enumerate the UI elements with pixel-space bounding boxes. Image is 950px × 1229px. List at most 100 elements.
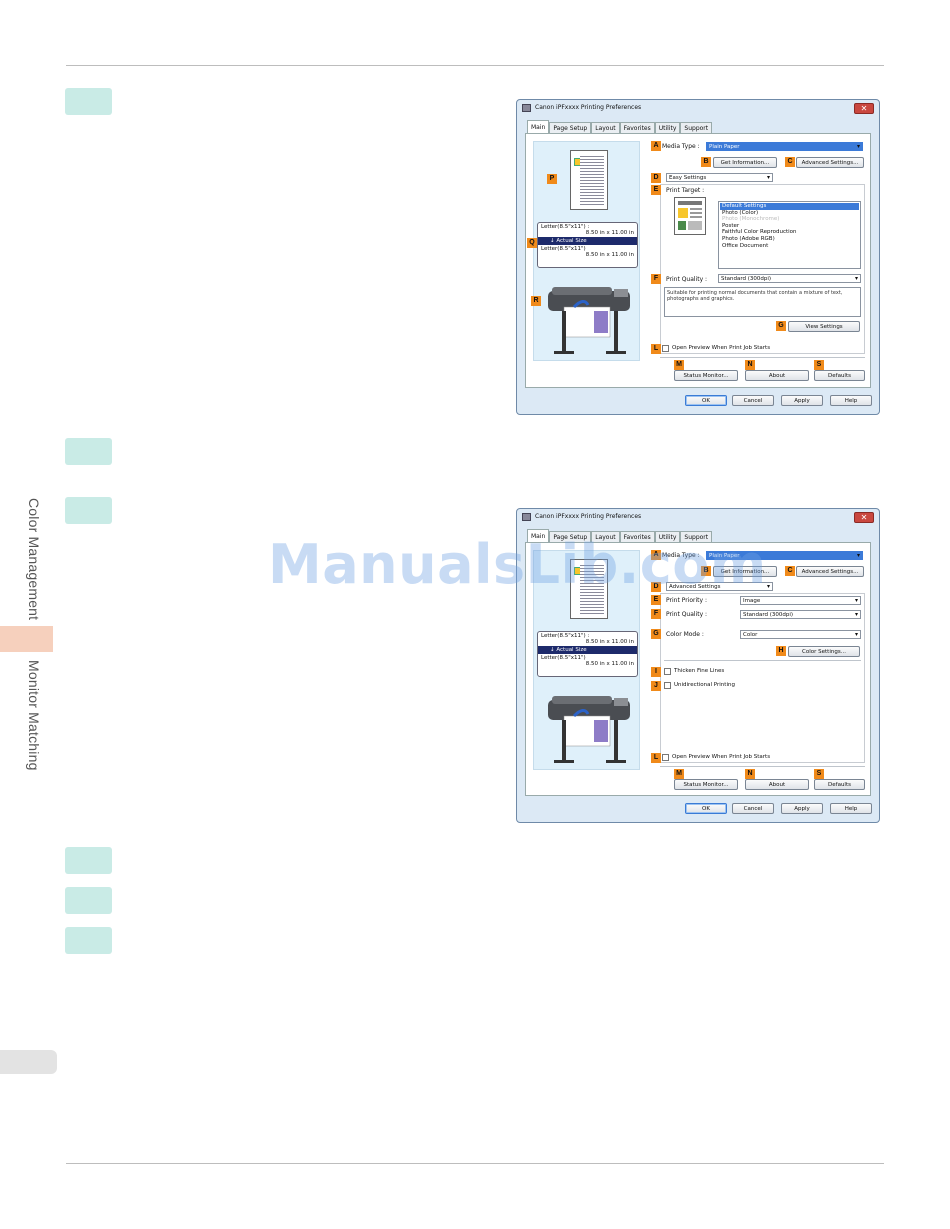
callout-a: A	[651, 141, 661, 151]
tab-main[interactable]: Main	[527, 529, 550, 542]
get-information-button[interactable]: Get Information...	[713, 157, 777, 168]
tab-layout[interactable]: Layout	[591, 531, 620, 542]
callout-l: L	[651, 344, 661, 354]
status-monitor-button[interactable]: Status Monitor...	[674, 370, 738, 381]
callout-j: J	[651, 681, 661, 691]
callout-s: S	[814, 360, 824, 370]
close-button[interactable]: ✕	[854, 103, 874, 114]
tab-utility[interactable]: Utility	[654, 531, 681, 542]
color-settings-button[interactable]: Color Settings...	[788, 646, 860, 657]
step-marker	[65, 88, 112, 115]
open-preview-checkbox[interactable]	[662, 754, 669, 761]
tab-page-setup[interactable]: Page Setup	[549, 122, 592, 133]
printer-icon	[522, 104, 531, 112]
tab-strip: Main Page Setup Layout Favorites Utility…	[527, 529, 713, 543]
callout-s: S	[814, 769, 824, 779]
step-marker	[65, 438, 112, 465]
output-size-text: Letter(8.5"x11")	[541, 655, 586, 661]
sidebar-active-marker	[0, 626, 53, 652]
preview-area: Letter(8.5"x11") : 8.50 in x 11.00 in ↓ …	[533, 141, 640, 361]
view-settings-button[interactable]: View Settings	[788, 321, 860, 332]
callout-d: D	[651, 173, 661, 183]
callout-d: D	[651, 582, 661, 592]
tab-strip: Main Page Setup Layout Favorites Utility…	[527, 120, 713, 134]
advanced-settings-button[interactable]: Advanced Settings...	[796, 157, 864, 168]
status-monitor-button[interactable]: Status Monitor...	[674, 779, 738, 790]
sidebar-section-monitor-matching: Monitor Matching	[26, 660, 42, 771]
settings-mode-dropdown[interactable]: Easy Settings	[666, 173, 773, 182]
printing-preferences-dialog-advanced: Canon iPFxxxx Printing Preferences ✕ Mai…	[516, 508, 880, 823]
step-marker	[65, 927, 112, 954]
thicken-fine-lines-checkbox[interactable]	[664, 668, 671, 675]
step-marker	[65, 847, 112, 874]
color-mode-dropdown[interactable]: Color	[740, 630, 861, 639]
paper-size-box: Letter(8.5"x11") : 8.50 in x 11.00 in ↓ …	[537, 222, 638, 268]
print-target-item[interactable]: Office Document	[722, 242, 769, 249]
defaults-button[interactable]: Defaults	[814, 779, 865, 790]
callout-q: Q	[527, 238, 537, 248]
ok-button[interactable]: OK	[685, 803, 727, 814]
apply-button[interactable]: Apply	[781, 395, 823, 406]
ok-button[interactable]: OK	[685, 395, 727, 406]
print-target-list[interactable]: Default Settings Photo (Color) Photo (Mo…	[718, 201, 861, 269]
about-button[interactable]: About	[745, 779, 809, 790]
callout-m: M	[674, 360, 684, 370]
tab-main[interactable]: Main	[527, 120, 550, 133]
settings-group	[660, 593, 865, 763]
help-button[interactable]: Help	[830, 395, 872, 406]
callout-c: C	[785, 566, 795, 576]
close-button[interactable]: ✕	[854, 512, 874, 523]
tab-layout[interactable]: Layout	[591, 122, 620, 133]
media-type-dropdown[interactable]: Plain Paper	[706, 551, 863, 560]
callout-h: H	[776, 646, 786, 656]
output-size-text: Letter(8.5"x11")	[541, 246, 586, 252]
open-preview-checkbox[interactable]	[662, 345, 669, 352]
media-type-dropdown[interactable]: Plain Paper	[706, 142, 863, 151]
help-button[interactable]: Help	[830, 803, 872, 814]
tab-utility[interactable]: Utility	[654, 122, 681, 133]
tab-page-setup[interactable]: Page Setup	[549, 531, 592, 542]
thicken-fine-lines-label: Thicken Fine Lines	[674, 668, 725, 674]
cancel-button[interactable]: Cancel	[732, 803, 774, 814]
settings-mode-dropdown[interactable]: Advanced Settings	[666, 582, 773, 591]
defaults-button[interactable]: Defaults	[814, 370, 865, 381]
callout-r: R	[531, 296, 541, 306]
callout-f: F	[651, 609, 661, 619]
tab-favorites[interactable]: Favorites	[619, 531, 655, 542]
tab-support[interactable]: Support	[680, 122, 713, 133]
about-button[interactable]: About	[745, 370, 809, 381]
printer-illustration-icon	[548, 696, 630, 763]
dialog-title: Canon iPFxxxx Printing Preferences	[535, 513, 642, 520]
callout-e: E	[651, 595, 661, 605]
media-type-label: Media Type :	[662, 143, 700, 150]
print-target-label: Print Target :	[666, 187, 705, 194]
print-quality-dropdown[interactable]: Standard (300dpi)	[718, 274, 861, 283]
page-preview	[570, 559, 608, 619]
cancel-button[interactable]: Cancel	[732, 395, 774, 406]
callout-c: C	[785, 157, 795, 167]
tab-favorites[interactable]: Favorites	[619, 122, 655, 133]
watermark: ManualsLib.com	[268, 533, 767, 596]
tab-support[interactable]: Support	[680, 531, 713, 542]
print-target-item[interactable]: Photo (Monochrome)	[722, 216, 780, 223]
unidirectional-printing-checkbox[interactable]	[664, 682, 671, 689]
print-target-item[interactable]: Photo (Color)	[722, 209, 759, 216]
paper-dimensions-text: 8.50 in x 11.00 in	[585, 639, 634, 645]
print-target-item[interactable]: Faithful Color Reproduction	[722, 229, 797, 236]
print-target-item[interactable]: Default Settings	[720, 203, 859, 210]
advanced-settings-button[interactable]: Advanced Settings...	[796, 566, 864, 577]
dialog-title-bar: Canon iPFxxxx Printing Preferences ✕	[517, 509, 879, 526]
print-target-item[interactable]: Poster	[722, 222, 740, 229]
apply-button[interactable]: Apply	[781, 803, 823, 814]
main-tab-panel: Letter(8.5"x11") : 8.50 in x 11.00 in ↓ …	[525, 542, 871, 796]
print-quality-dropdown[interactable]: Standard (300dpi)	[740, 610, 861, 619]
get-information-button[interactable]: Get Information...	[713, 566, 777, 577]
print-priority-dropdown[interactable]: Image	[740, 596, 861, 605]
paper-size-text: Letter(8.5"x11") :	[541, 224, 590, 230]
top-rule	[66, 65, 884, 66]
print-target-item[interactable]: Photo (Adobe RGB)	[722, 235, 775, 242]
sidebar-section-color-management: Color Management	[26, 498, 42, 621]
callout-i: I	[651, 667, 661, 677]
callout-g: G	[776, 321, 786, 331]
bottom-rule	[66, 1163, 884, 1164]
